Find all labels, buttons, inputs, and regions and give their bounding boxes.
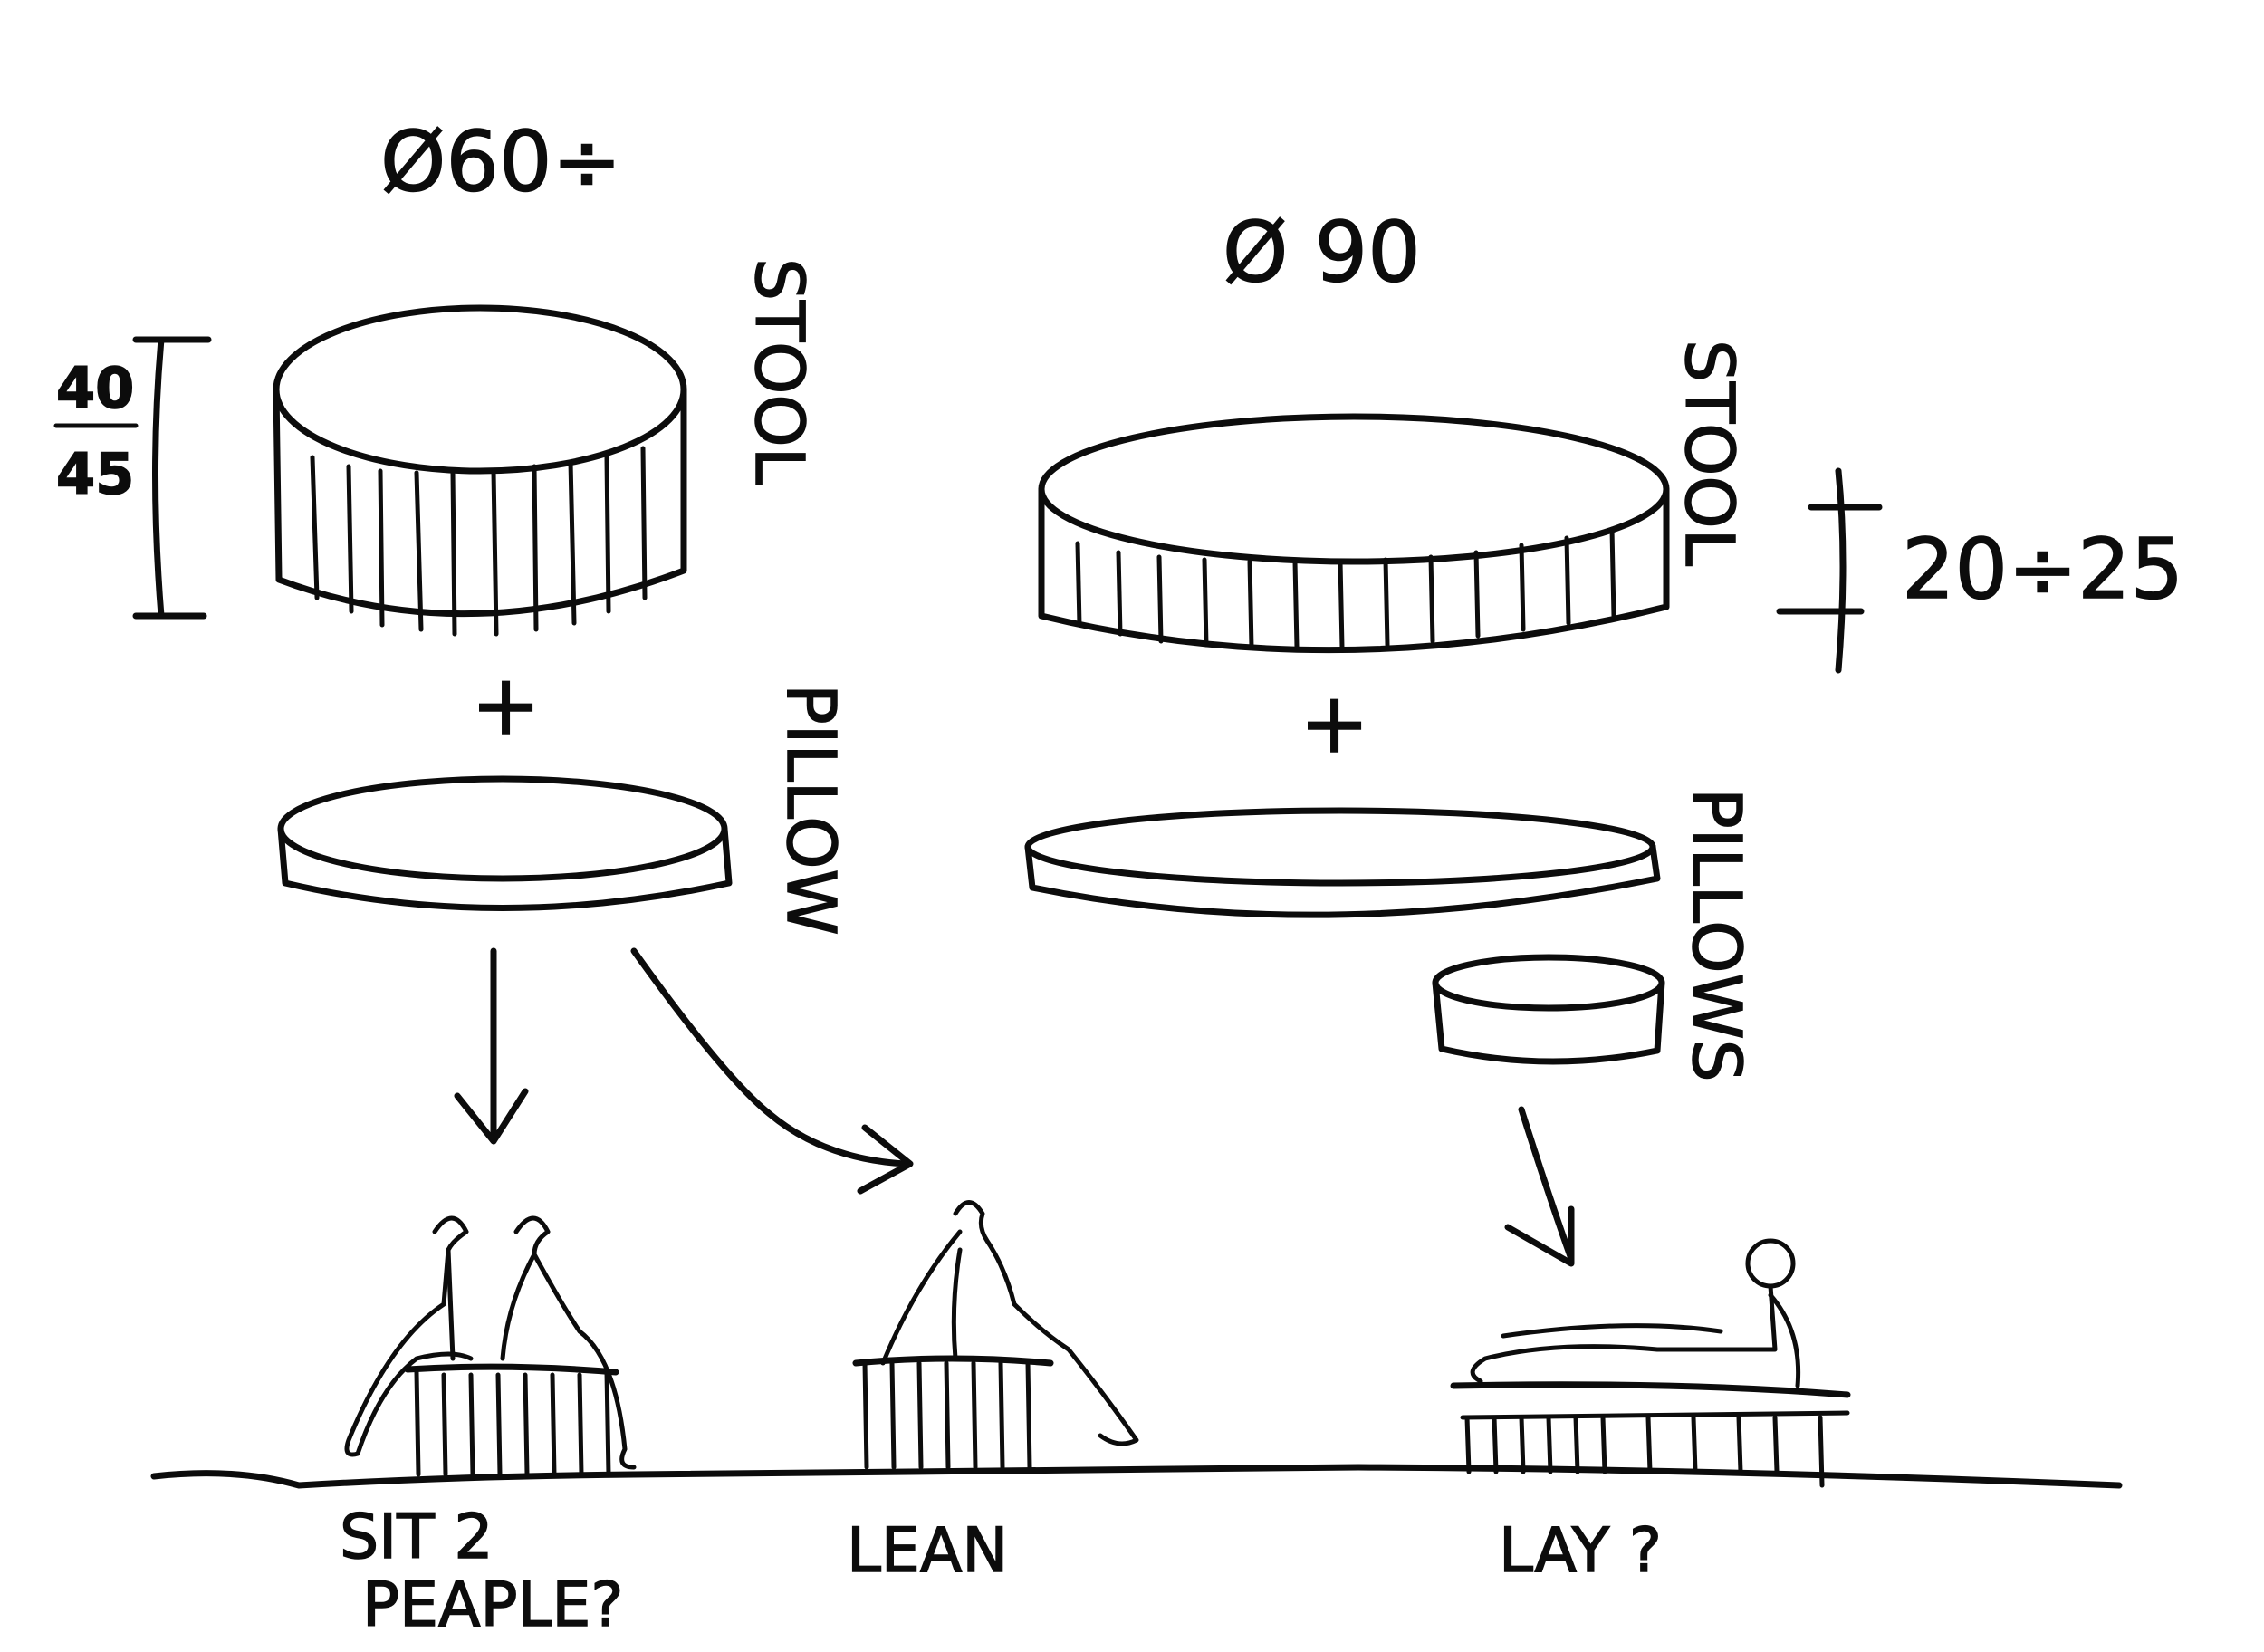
large-stool-label: STOOL <box>1670 340 1748 566</box>
small-plus: + <box>471 657 541 754</box>
small-stool <box>276 308 684 634</box>
small-height-dimension <box>136 340 208 616</box>
sit-caption-line1: SIT 2 <box>340 1502 494 1573</box>
ground-line <box>154 1467 2119 1485</box>
lay-caption: LAY ? <box>1499 1515 1662 1587</box>
large-pillows-label: PILLOWS <box>1677 788 1755 1082</box>
large-diameter-label: Ø 90 <box>1223 204 1421 301</box>
small-height-top: 40 <box>56 355 134 421</box>
lean-caption: LEAN <box>847 1515 1008 1587</box>
small-stool-label: STOOL <box>740 258 818 485</box>
sit-caption-line2: PEAPLE? <box>362 1570 623 1641</box>
lean-scene <box>856 1203 1137 1468</box>
arrow-to-sit <box>457 951 525 1141</box>
small-pillow <box>281 779 729 908</box>
large-height-dimension <box>1780 471 1879 670</box>
small-diameter-label: Ø60÷ <box>380 113 622 210</box>
large-height-label: 20÷25 <box>1902 521 2183 618</box>
lay-scene <box>1453 1241 1847 1485</box>
arrow-to-lay <box>1508 1109 1571 1263</box>
small-cushion <box>1435 957 1662 1061</box>
large-plus: + <box>1300 675 1369 772</box>
large-pillow <box>1028 811 1657 915</box>
sit-scene <box>347 1218 634 1474</box>
small-height-bottom: 45 <box>56 441 134 507</box>
small-pillow-label: PILLOW <box>772 684 849 936</box>
large-stool <box>1041 417 1666 650</box>
arrow-to-lean <box>634 951 910 1191</box>
